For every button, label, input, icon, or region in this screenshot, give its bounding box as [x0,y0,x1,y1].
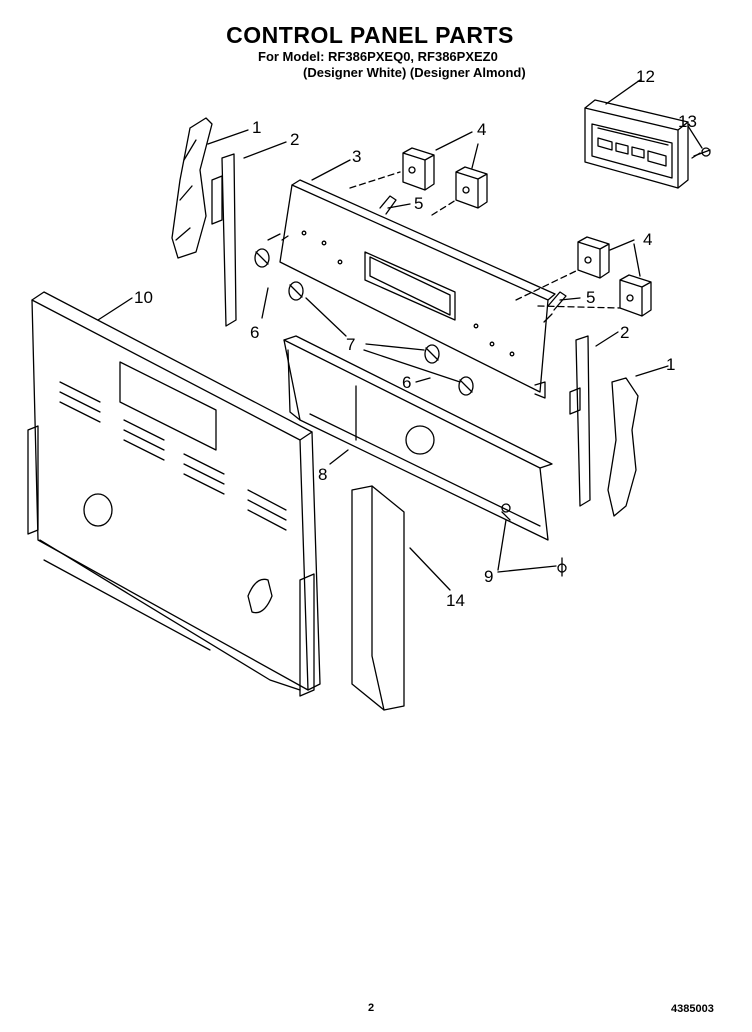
callout-7: 7 [346,335,355,354]
callout-10: 10 [134,288,153,307]
part-display-overlay [584,99,689,189]
part-clips [379,195,567,323]
part-rear-panel [283,335,553,541]
callout-14: 14 [446,591,465,610]
callout-1-top: 1 [252,118,261,137]
callout-3: 3 [352,147,361,166]
part-switches [402,147,652,317]
page-number: 2 [368,1002,375,1014]
callout-4-right: 4 [643,230,652,249]
callout-1-right: 1 [666,355,675,374]
callout-2-top: 2 [290,130,299,149]
part-screw-13 [691,147,711,159]
page-title: CONTROL PANEL PARTS [226,22,514,48]
part-control-panel [267,179,556,399]
callout-5-top: 5 [414,194,423,213]
document-number: 4385003 [671,1003,714,1015]
part-support-channel [351,485,405,711]
callout-2-right: 2 [620,323,629,342]
callout-5-right: 5 [586,288,595,307]
model-numbers: For Model: RF386PXEQ0, RF386PXEZ0 [258,49,498,64]
callout-13: 13 [678,112,697,131]
callout-12: 12 [636,67,655,86]
callout-6-left: 6 [250,323,259,342]
callout-4-top: 4 [477,120,486,139]
callout-8: 8 [318,465,327,484]
part-end-caps [171,117,639,517]
callout-9: 9 [484,567,493,586]
part-backguard [27,291,321,697]
part-knobs [254,248,474,396]
model-variants: (Designer White) (Designer Almond) [303,65,526,80]
leader-lines [97,79,703,591]
alignment-lines [349,171,621,309]
part-screws-9 [501,503,567,577]
part-brackets [211,153,591,507]
callout-6-right: 6 [402,373,411,392]
